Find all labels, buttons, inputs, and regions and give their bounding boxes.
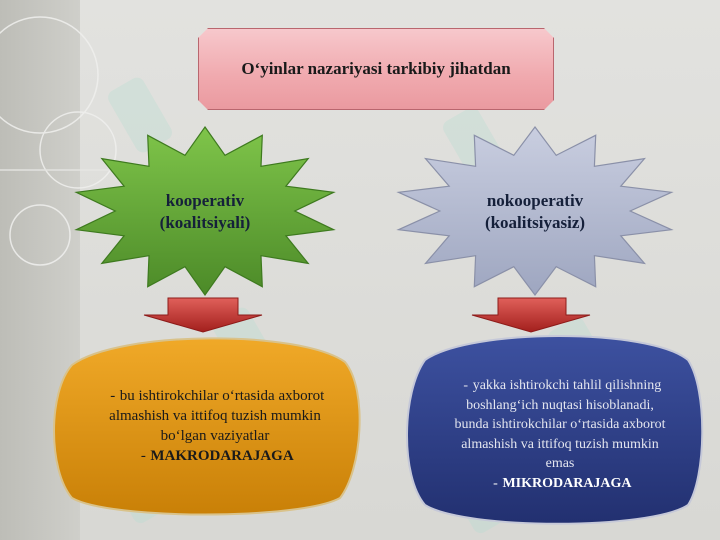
right-down-arrow (471, 297, 591, 333)
makro-text-line1: -bu ishtirokchilar o‘rtasida axborot (70, 386, 360, 406)
makro-result: -MAKRODARAJAGA (70, 446, 360, 466)
cooperative-label: kooperativ (koalitsiyali) (115, 190, 295, 234)
bullet-dash: - (140, 448, 146, 464)
mikro-text-line1: -yakka ishtirokchi tahlil qilishning (425, 376, 695, 396)
makro-text-line2: almashish va ittifoq tuzish mumkin (109, 408, 321, 424)
noncooperative-label-line1: nokooperativ (486, 191, 584, 210)
noncooperative-label-line2: (koalitsiyasiz) (484, 213, 586, 232)
mikro-text-line4: almashish va ittifoq tuzish mumkin (461, 436, 659, 452)
cooperative-label-line2: (koalitsiyali) (159, 213, 251, 232)
mikro-text-line3: bunda ishtirokchilar o‘rtasida axborot (454, 417, 666, 432)
makro-description: -bu ishtirokchilar o‘rtasida axborot alm… (70, 386, 360, 466)
mikro-text-line1-content: yakka ishtirokchi tahlil qilishning (472, 378, 662, 393)
cooperative-star (74, 125, 336, 297)
makro-blob (53, 337, 361, 516)
mikro-blob (406, 335, 704, 525)
bullet-dash: - (493, 475, 498, 491)
noncooperative-label: nokooperativ (koalitsiyasiz) (440, 190, 630, 234)
bullet-dash: - (463, 378, 469, 393)
mikro-result-text: MIKRODARAJAGA (502, 475, 632, 491)
cooperative-label-line1: kooperativ (165, 191, 245, 210)
mikro-text-line2: boshlang‘ich nuqtasi hisoblanadi, (466, 397, 654, 413)
bullet-dash: - (110, 388, 116, 404)
makro-result-text: MAKRODARAJAGA (150, 448, 294, 464)
makro-text-line3: bo‘lgan vaziyatlar (160, 428, 270, 444)
diagram-title: O‘yinlar nazariyasi tarkibiy jihatdan (241, 59, 511, 78)
mikro-text-line5: emas (545, 456, 575, 471)
makro-text-line1-content: bu ishtirokchilar o‘rtasida axborot (119, 388, 325, 404)
mikro-description: -yakka ishtirokchi tahlil qilishning bos… (425, 376, 695, 493)
mikro-result: -MIKRODARAJAGA (425, 474, 695, 494)
noncooperative-star (396, 125, 674, 297)
title-box: O‘yinlar nazariyasi tarkibiy jihatdan (198, 28, 554, 110)
left-down-arrow (143, 297, 263, 333)
